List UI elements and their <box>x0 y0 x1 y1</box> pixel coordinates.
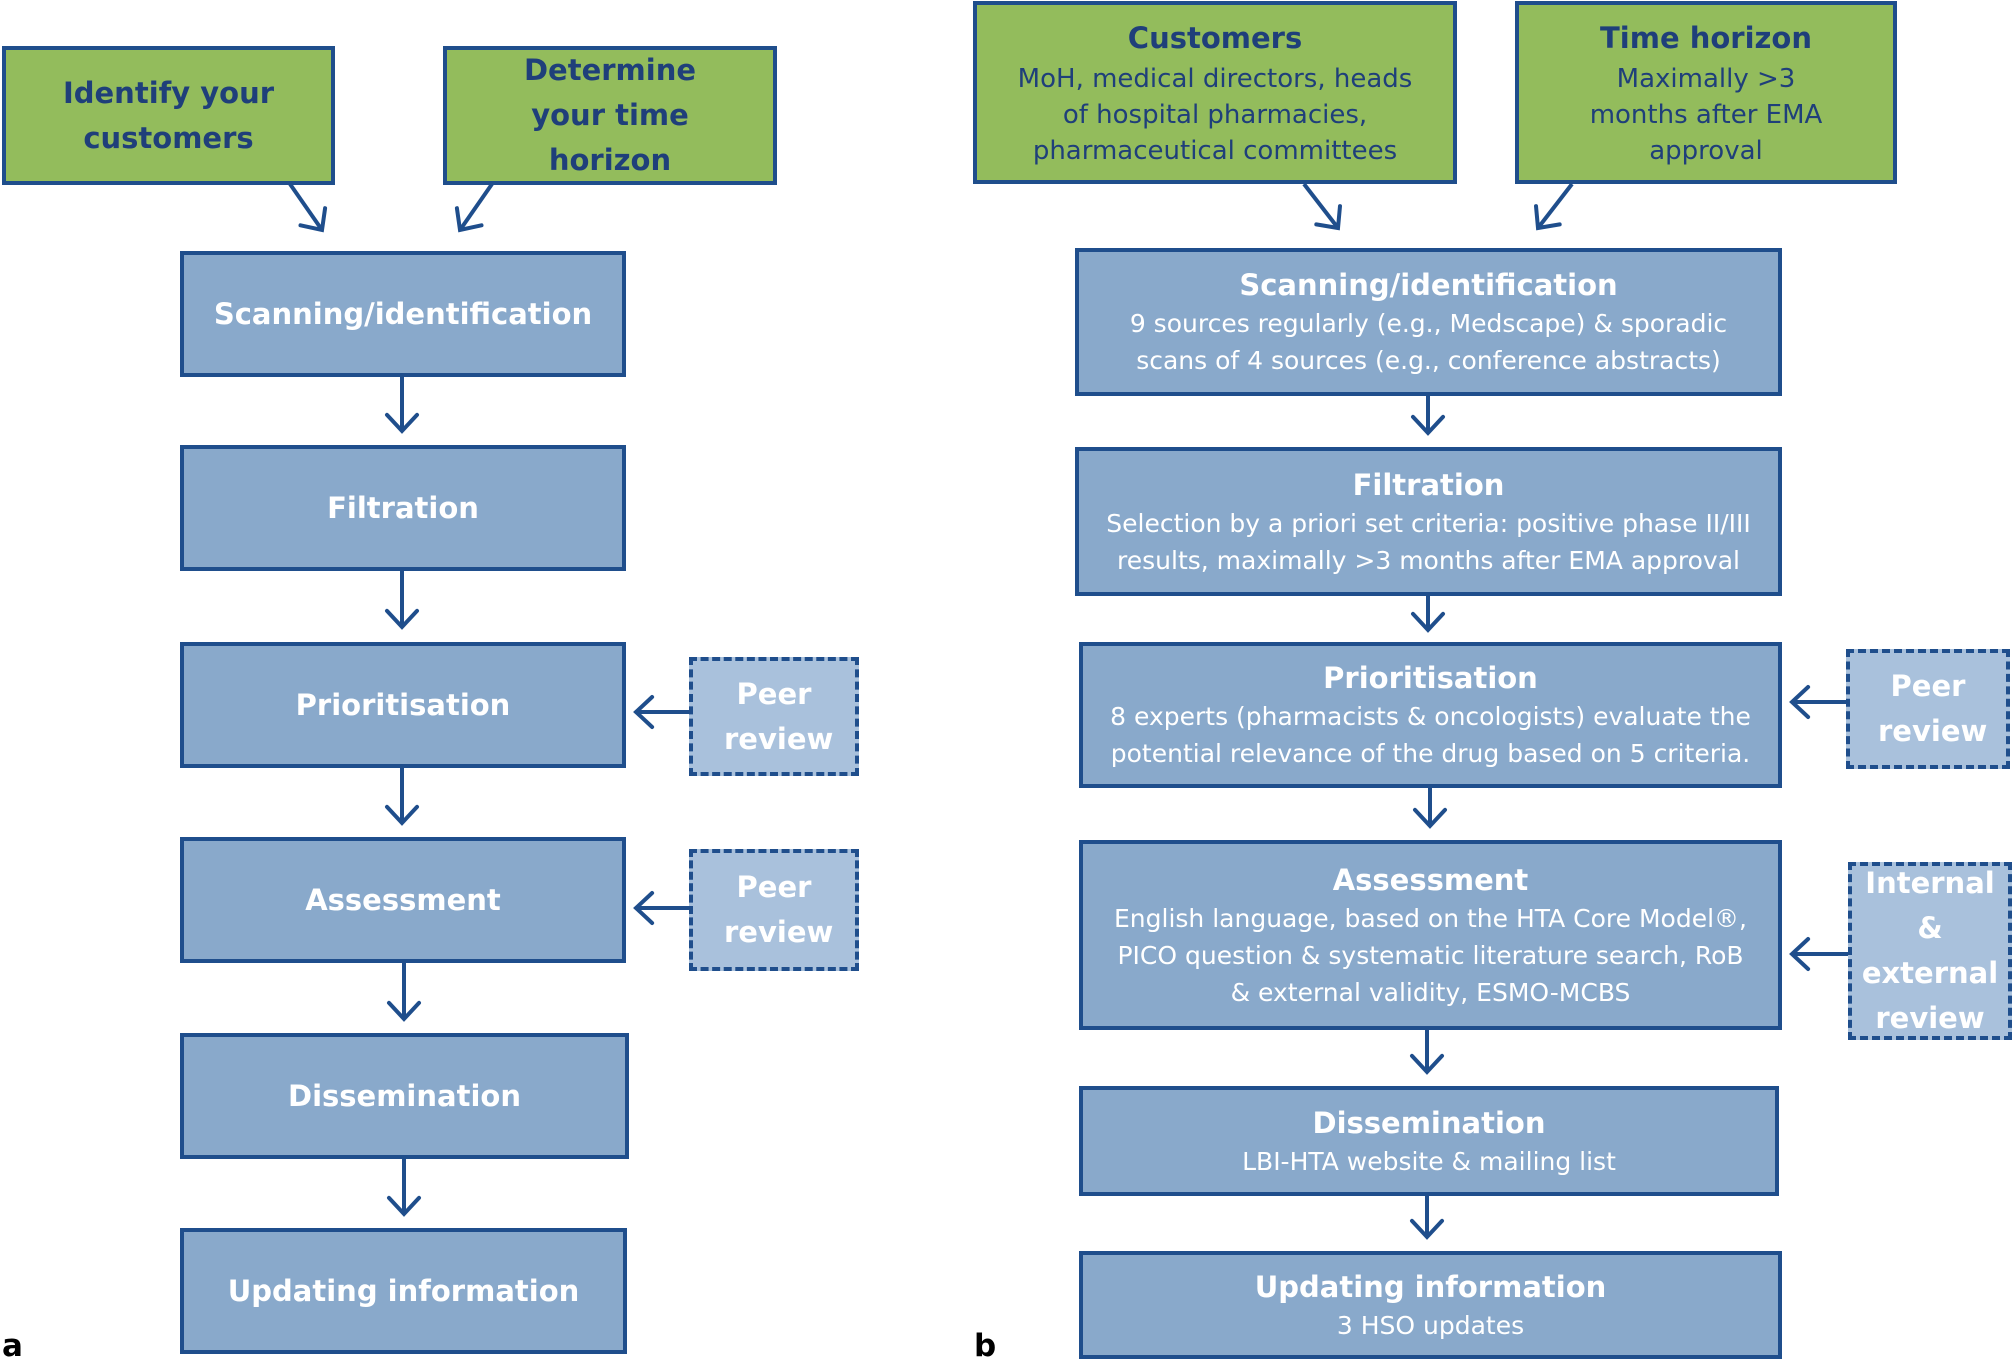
step-title: Prioritisation <box>1323 661 1538 695</box>
step-title: Updating information <box>227 1274 580 1308</box>
arrow-dissemination-to-updating <box>387 1159 421 1217</box>
arrowhead <box>633 891 655 925</box>
arrowhead <box>1789 937 1811 971</box>
arrow-b-assessment-to-dissemination <box>1410 1030 1444 1075</box>
arrowhead <box>385 608 419 630</box>
arrow-b-dissemination-to-updating <box>1410 1196 1444 1240</box>
panel-b-step-prioritisation: Prioritisation 8 experts (pharmacists & … <box>1079 642 1782 788</box>
panel-a-step-dissemination: Dissemination <box>180 1033 629 1159</box>
arrowhead <box>385 804 419 826</box>
arrow-shaft <box>288 182 324 232</box>
step-detail: LBI-HTA website & mailing list <box>1242 1146 1616 1176</box>
step-title: Assessment <box>305 883 501 917</box>
panel-a-input-time-horizon: Determine your time horizon <box>443 46 777 185</box>
input-title: Identify your customers <box>62 75 275 155</box>
input-title: Time horizon <box>1600 21 1812 55</box>
arrowhead <box>385 412 419 434</box>
arrowhead <box>298 206 328 233</box>
arrow-scanning-to-filtration <box>385 377 419 434</box>
panel-b-input-time-horizon: Time horizon Maximally >3 months after E… <box>1515 1 1897 184</box>
panel-a-label: a <box>2 1328 23 1364</box>
step-title: Assessment <box>1332 862 1529 897</box>
panel-a-step-updating: Updating information <box>180 1228 627 1354</box>
step-title: Filtration <box>1352 467 1505 502</box>
panel-b-label: b <box>974 1328 997 1364</box>
step-detail: Selection by a priori set criteria: posi… <box>1106 508 1751 575</box>
arrow-b-peer-review-to-prioritisation <box>1789 685 1846 719</box>
arrowhead <box>1410 1218 1444 1240</box>
step-detail: 8 experts (pharmacists & oncologists) ev… <box>1110 702 1751 768</box>
arrow-b-internal-review-to-assessment <box>1789 937 1848 971</box>
review-title: Peer review <box>724 676 834 756</box>
step-title: Prioritisation <box>295 688 511 722</box>
step-detail: 3 HSO updates <box>1336 1310 1525 1340</box>
arrowhead <box>1413 807 1447 829</box>
arrow-peer-review-to-assessment <box>633 891 689 925</box>
step-title: Dissemination <box>288 1079 521 1113</box>
step-title: Updating information <box>1254 1269 1607 1304</box>
arrow-time-horizon-to-scanning <box>454 182 494 233</box>
arrow-assessment-to-dissemination <box>387 963 421 1022</box>
arrow-b-scanning-to-filtration <box>1411 396 1445 436</box>
arrowhead <box>633 695 655 729</box>
input-detail: MoH, medical directors, heads of hospita… <box>1017 64 1413 166</box>
arrowhead <box>387 1195 421 1217</box>
review-title: Peer review <box>1878 669 1988 748</box>
review-title: Peer review <box>724 870 834 949</box>
arrow-customers-to-scanning <box>288 182 328 233</box>
step-title: Dissemination <box>1312 1105 1546 1140</box>
arrow-peer-review-to-prioritisation <box>633 695 689 729</box>
arrow-shaft <box>1536 182 1574 230</box>
arrowhead <box>1411 611 1445 633</box>
panel-b-peer-review-prioritisation: Peer review <box>1846 649 2010 769</box>
arrow-b-filtration-to-prioritisation <box>1411 596 1445 633</box>
panel-a-step-prioritisation: Prioritisation <box>180 642 626 768</box>
panel-a-step-filtration: Filtration <box>180 445 626 571</box>
step-title: Filtration <box>327 491 479 525</box>
arrowhead <box>1411 414 1445 436</box>
panel-b-internal-external-review: Internal & external review <box>1848 862 2012 1040</box>
review-title: Internal & external review <box>1861 866 1999 1035</box>
arrowhead <box>454 206 484 233</box>
arrowhead <box>1789 685 1811 719</box>
panel-b-step-updating: Updating information 3 HSO updates <box>1079 1251 1782 1359</box>
panel-a-peer-review-assessment: Peer review <box>689 849 859 971</box>
arrowhead <box>1410 1053 1444 1075</box>
arrow-shaft <box>1302 182 1340 230</box>
panel-b-step-filtration: Filtration Selection by a priori set cri… <box>1075 447 1782 596</box>
panel-a-peer-review-prioritisation: Peer review <box>689 657 859 776</box>
panel-b-input-customers: Customers MoH, medical directors, heads … <box>973 1 1457 184</box>
step-title: Scanning/identification <box>213 297 593 331</box>
arrow-b-prioritisation-to-assessment <box>1413 788 1447 829</box>
arrowhead <box>1314 204 1342 231</box>
step-detail: English language, based on the HTA Core … <box>1114 903 1747 1007</box>
arrowhead <box>1534 204 1562 231</box>
input-title: Customers <box>1127 21 1303 55</box>
input-detail: Maximally >3 months after EMA approval <box>1589 64 1823 166</box>
input-title: Determine your time horizon <box>523 53 697 177</box>
arrow-b-customers-to-scanning <box>1302 182 1342 231</box>
panel-b-step-dissemination: Dissemination LBI-HTA website & mailing … <box>1079 1086 1779 1196</box>
arrow-shaft <box>458 182 494 232</box>
step-detail: 9 sources regularly (e.g., Medscape) & s… <box>1129 309 1728 375</box>
arrow-filtration-to-prioritisation <box>385 571 419 630</box>
panel-a-step-scanning: Scanning/identification <box>180 251 626 377</box>
arrow-b-time-horizon-to-scanning <box>1534 182 1574 231</box>
panel-a-input-customers: Identify your customers <box>2 46 335 185</box>
panel-b-step-assessment: Assessment English language, based on th… <box>1079 840 1782 1030</box>
step-title: Scanning/identification <box>1239 268 1618 302</box>
arrowhead <box>387 1000 421 1022</box>
panel-b-step-scanning: Scanning/identification 9 sources regula… <box>1075 248 1782 396</box>
panel-a-step-assessment: Assessment <box>180 837 626 963</box>
arrow-prioritisation-to-assessment <box>385 768 419 826</box>
